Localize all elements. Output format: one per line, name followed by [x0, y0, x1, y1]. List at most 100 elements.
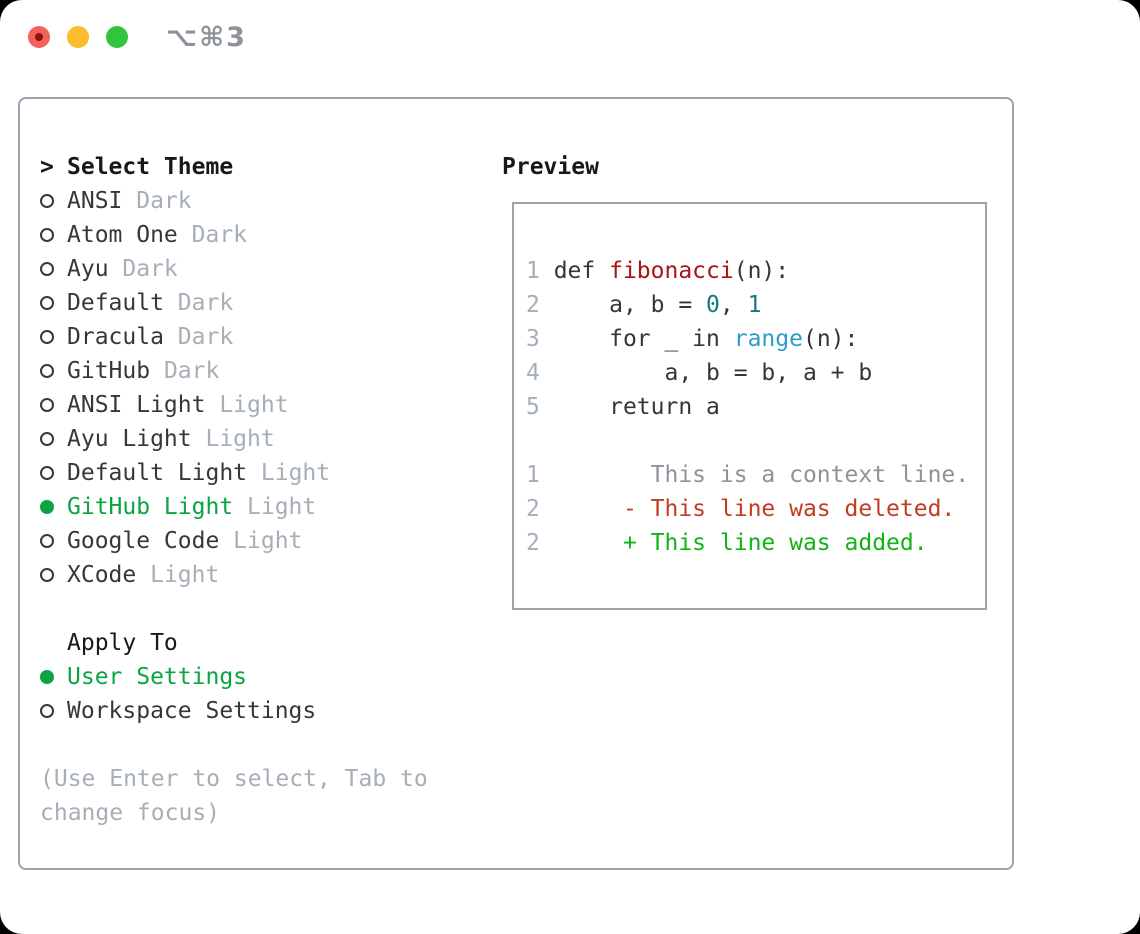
theme-option[interactable]: Google Code Light: [40, 524, 500, 558]
hint-line-1: (Use Enter to select, Tab to: [40, 766, 428, 792]
window-title-shortcut: ⌥⌘3: [166, 22, 247, 53]
close-button[interactable]: [28, 26, 50, 48]
titlebar: ⌥⌘3: [0, 0, 1140, 74]
code-token: 0: [706, 292, 720, 318]
code-token: 1: [747, 292, 762, 318]
code-token: for _ in: [553, 326, 734, 352]
code-token: a, b =: [553, 292, 707, 318]
radio-circle: [40, 500, 54, 514]
radio-circle: [40, 534, 54, 548]
radio-circle: [40, 398, 54, 412]
radio-unselected-icon: [40, 398, 67, 412]
radio-unselected-icon: [40, 296, 67, 310]
theme-option-label: ANSI Light: [67, 392, 220, 418]
line-number: 1: [526, 462, 554, 488]
theme-option-variant: Light: [260, 460, 331, 486]
radio-circle: [40, 296, 54, 310]
radio-circle: [40, 568, 54, 582]
theme-option-variant: Dark: [191, 222, 248, 248]
radio-selected-icon: [40, 500, 67, 514]
theme-option[interactable]: Atom One Dark: [40, 218, 500, 252]
theme-option-variant: Dark: [136, 188, 192, 214]
close-dot-icon: [35, 33, 43, 41]
theme-option-variant: Light: [150, 562, 220, 588]
select-theme-prompt: > Select Theme: [40, 150, 500, 184]
zoom-button[interactable]: [106, 26, 128, 48]
theme-option-variant: Light: [205, 426, 275, 452]
radio-unselected-icon: [40, 364, 67, 378]
line-number: 5: [526, 394, 554, 420]
line-number: 1: [526, 258, 554, 284]
minimize-button[interactable]: [67, 26, 89, 48]
theme-option[interactable]: ANSI Light Light: [40, 388, 500, 422]
prompt-caret-icon: >: [40, 154, 54, 180]
radio-circle: [40, 704, 54, 718]
spacer: [40, 728, 500, 762]
line-number: 2: [526, 530, 554, 556]
apply-to-option[interactable]: Workspace Settings: [40, 694, 500, 728]
theme-option[interactable]: Dracula Dark: [40, 320, 500, 354]
line-number: 2: [526, 292, 554, 318]
theme-option-label: XCode: [67, 562, 151, 588]
theme-option[interactable]: Default Dark: [40, 286, 500, 320]
code-token: - This line was deleted.: [553, 496, 956, 522]
code-line: 2 + This line was added.: [526, 526, 985, 560]
radio-unselected-icon: [40, 466, 67, 480]
theme-option-label: Ayu: [67, 256, 123, 282]
code-token: return a: [553, 394, 720, 420]
radio-unselected-icon: [40, 704, 67, 718]
theme-option[interactable]: XCode Light: [40, 558, 500, 592]
code-line: 2 a, b = 0, 1: [526, 288, 985, 322]
radio-circle: [40, 364, 54, 378]
code-token: fibonacci: [609, 258, 734, 284]
apply-to-title: Apply To: [67, 630, 178, 656]
theme-option-label: Ayu Light: [67, 426, 206, 452]
code-line: 5 return a: [526, 390, 985, 424]
preview-title: Preview: [502, 154, 599, 180]
theme-option-label: Google Code: [67, 528, 234, 554]
theme-option-variant: Dark: [163, 358, 220, 384]
theme-option-label: ANSI: [67, 188, 137, 214]
code-token: a, b = b, a + b: [553, 360, 873, 386]
theme-option-variant: Dark: [177, 290, 234, 316]
theme-option-label: Default Light: [67, 460, 261, 486]
spacer: [40, 592, 500, 626]
radio-unselected-icon: [40, 262, 67, 276]
apply-to-heading-row: Apply To: [40, 626, 500, 660]
code-token: This is a context line.: [553, 462, 970, 488]
radio-unselected-icon: [40, 330, 67, 344]
radio-unselected-icon: [40, 432, 67, 446]
theme-option[interactable]: Ayu Light Light: [40, 422, 500, 456]
line-number: 4: [526, 360, 554, 386]
theme-option[interactable]: GitHub Dark: [40, 354, 500, 388]
radio-circle: [40, 262, 54, 276]
code-line: 1 def fibonacci(n):: [526, 254, 985, 288]
theme-option[interactable]: Default Light Light: [40, 456, 500, 490]
code-line: 3 for _ in range(n):: [526, 322, 985, 356]
code-token: def: [553, 258, 610, 284]
line-number: 2: [526, 496, 554, 522]
code-line: 2 - This line was deleted.: [526, 492, 985, 526]
code-line: 4 a, b = b, a + b: [526, 356, 985, 390]
theme-option[interactable]: ANSI Dark: [40, 184, 500, 218]
apply-to-option[interactable]: User Settings: [40, 660, 500, 694]
radio-unselected-icon: [40, 534, 67, 548]
theme-option[interactable]: Ayu Dark: [40, 252, 500, 286]
radio-unselected-icon: [40, 194, 67, 208]
theme-option-label: GitHub: [67, 358, 164, 384]
radio-circle: [40, 194, 54, 208]
apply-to-option-label: Workspace Settings: [67, 698, 317, 724]
radio-circle: [40, 228, 54, 242]
radio-unselected-icon: [40, 568, 67, 582]
theme-option-label: Atom One: [67, 222, 192, 248]
theme-option[interactable]: GitHub Light Light: [40, 490, 500, 524]
theme-option-variant: Light: [247, 494, 317, 520]
code-line: [526, 424, 985, 458]
theme-option-variant: Light: [219, 392, 289, 418]
